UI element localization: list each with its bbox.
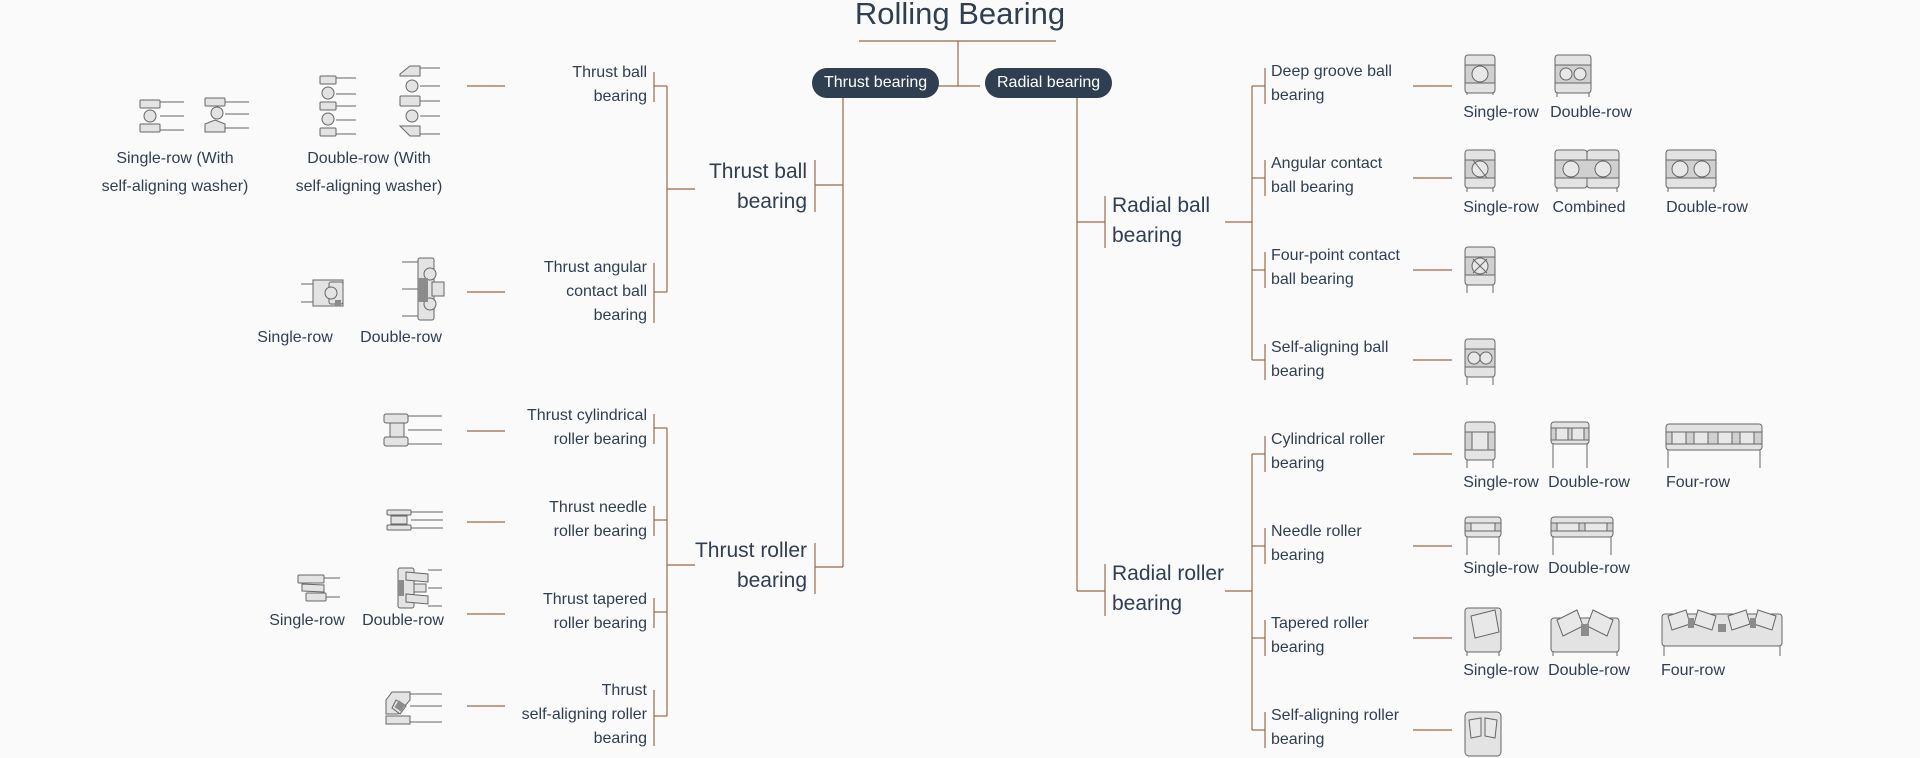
- angular-contact-single-row-icon: [1464, 149, 1496, 192]
- tapered-double-row-icon: [1550, 609, 1620, 656]
- caption-deep-groove-single: Single-row: [1463, 104, 1539, 121]
- self-aligning-ball-icon: [1464, 338, 1496, 385]
- deep-groove-double-row-icon: [1554, 54, 1592, 97]
- thrust-ball-single-row-washer-icon: [139, 99, 184, 133]
- caption-angular-single-row: Single-row: [257, 329, 333, 346]
- caption-needle-single: Single-row: [1463, 560, 1539, 577]
- thrust-ball-single-row-aligned-icon: [204, 97, 249, 133]
- deep-groove-single-row-icon: [1464, 54, 1496, 95]
- thrust-ball-double-row-aligned-icon: [398, 65, 440, 137]
- caption-cylindrical-double: Double-row: [1548, 474, 1630, 491]
- angular-contact-double-row-icon: [1665, 149, 1717, 192]
- thrust-tapered-double-row-icon: [397, 567, 442, 609]
- thrust-cylindrical-roller-icon: [383, 413, 442, 447]
- cylindrical-double-row-icon: [1550, 421, 1590, 468]
- thrust-needle-roller-icon: [386, 509, 443, 531]
- caption-tapered-double: Double-row: [1548, 662, 1630, 679]
- needle-double-row-icon: [1550, 516, 1614, 555]
- tapered-four-row-icon: [1661, 609, 1783, 656]
- caption-tapered-single-row: Single-row: [269, 612, 345, 629]
- needle-single-row-icon: [1464, 516, 1502, 555]
- caption-angular-double-row: Double-row: [360, 329, 442, 346]
- tapered-single-row-icon: [1464, 607, 1502, 656]
- thrust-angular-single-row-icon: [301, 279, 344, 307]
- caption-tapered-single: Single-row: [1463, 662, 1539, 679]
- caption-tapered-double-row: Double-row: [362, 612, 444, 629]
- thrust-tapered-single-row-icon: [297, 574, 340, 602]
- self-aligning-roller-icon: [1464, 711, 1502, 757]
- angular-contact-combined-icon: [1554, 149, 1620, 192]
- four-point-contact-icon: [1464, 246, 1496, 293]
- cylindrical-single-row-icon: [1464, 421, 1496, 468]
- caption-cylindrical-single: Single-row: [1463, 474, 1539, 491]
- caption-angular-double: Double-row: [1666, 199, 1748, 216]
- page-title: Rolling Bearing: [854, 0, 1066, 31]
- radial-bearing-pill: Radial bearing: [985, 68, 1113, 98]
- caption-deep-groove-double: Double-row: [1550, 104, 1632, 121]
- cylindrical-four-row-icon: [1665, 423, 1763, 468]
- caption-needle-double: Double-row: [1548, 560, 1630, 577]
- caption-angular-single: Single-row: [1463, 199, 1539, 216]
- caption-angular-combined: Combined: [1552, 199, 1626, 216]
- caption-tapered-four: Four-row: [1660, 662, 1725, 679]
- thrust-angular-double-row-icon: [402, 257, 445, 321]
- thrust-self-aligning-roller-icon: [385, 691, 442, 725]
- caption-cylindrical-four: Four-row: [1665, 474, 1730, 491]
- thrust-ball-double-row-washer-icon: [319, 75, 356, 137]
- thrust-bearing-pill: Thrust bearing: [812, 68, 940, 98]
